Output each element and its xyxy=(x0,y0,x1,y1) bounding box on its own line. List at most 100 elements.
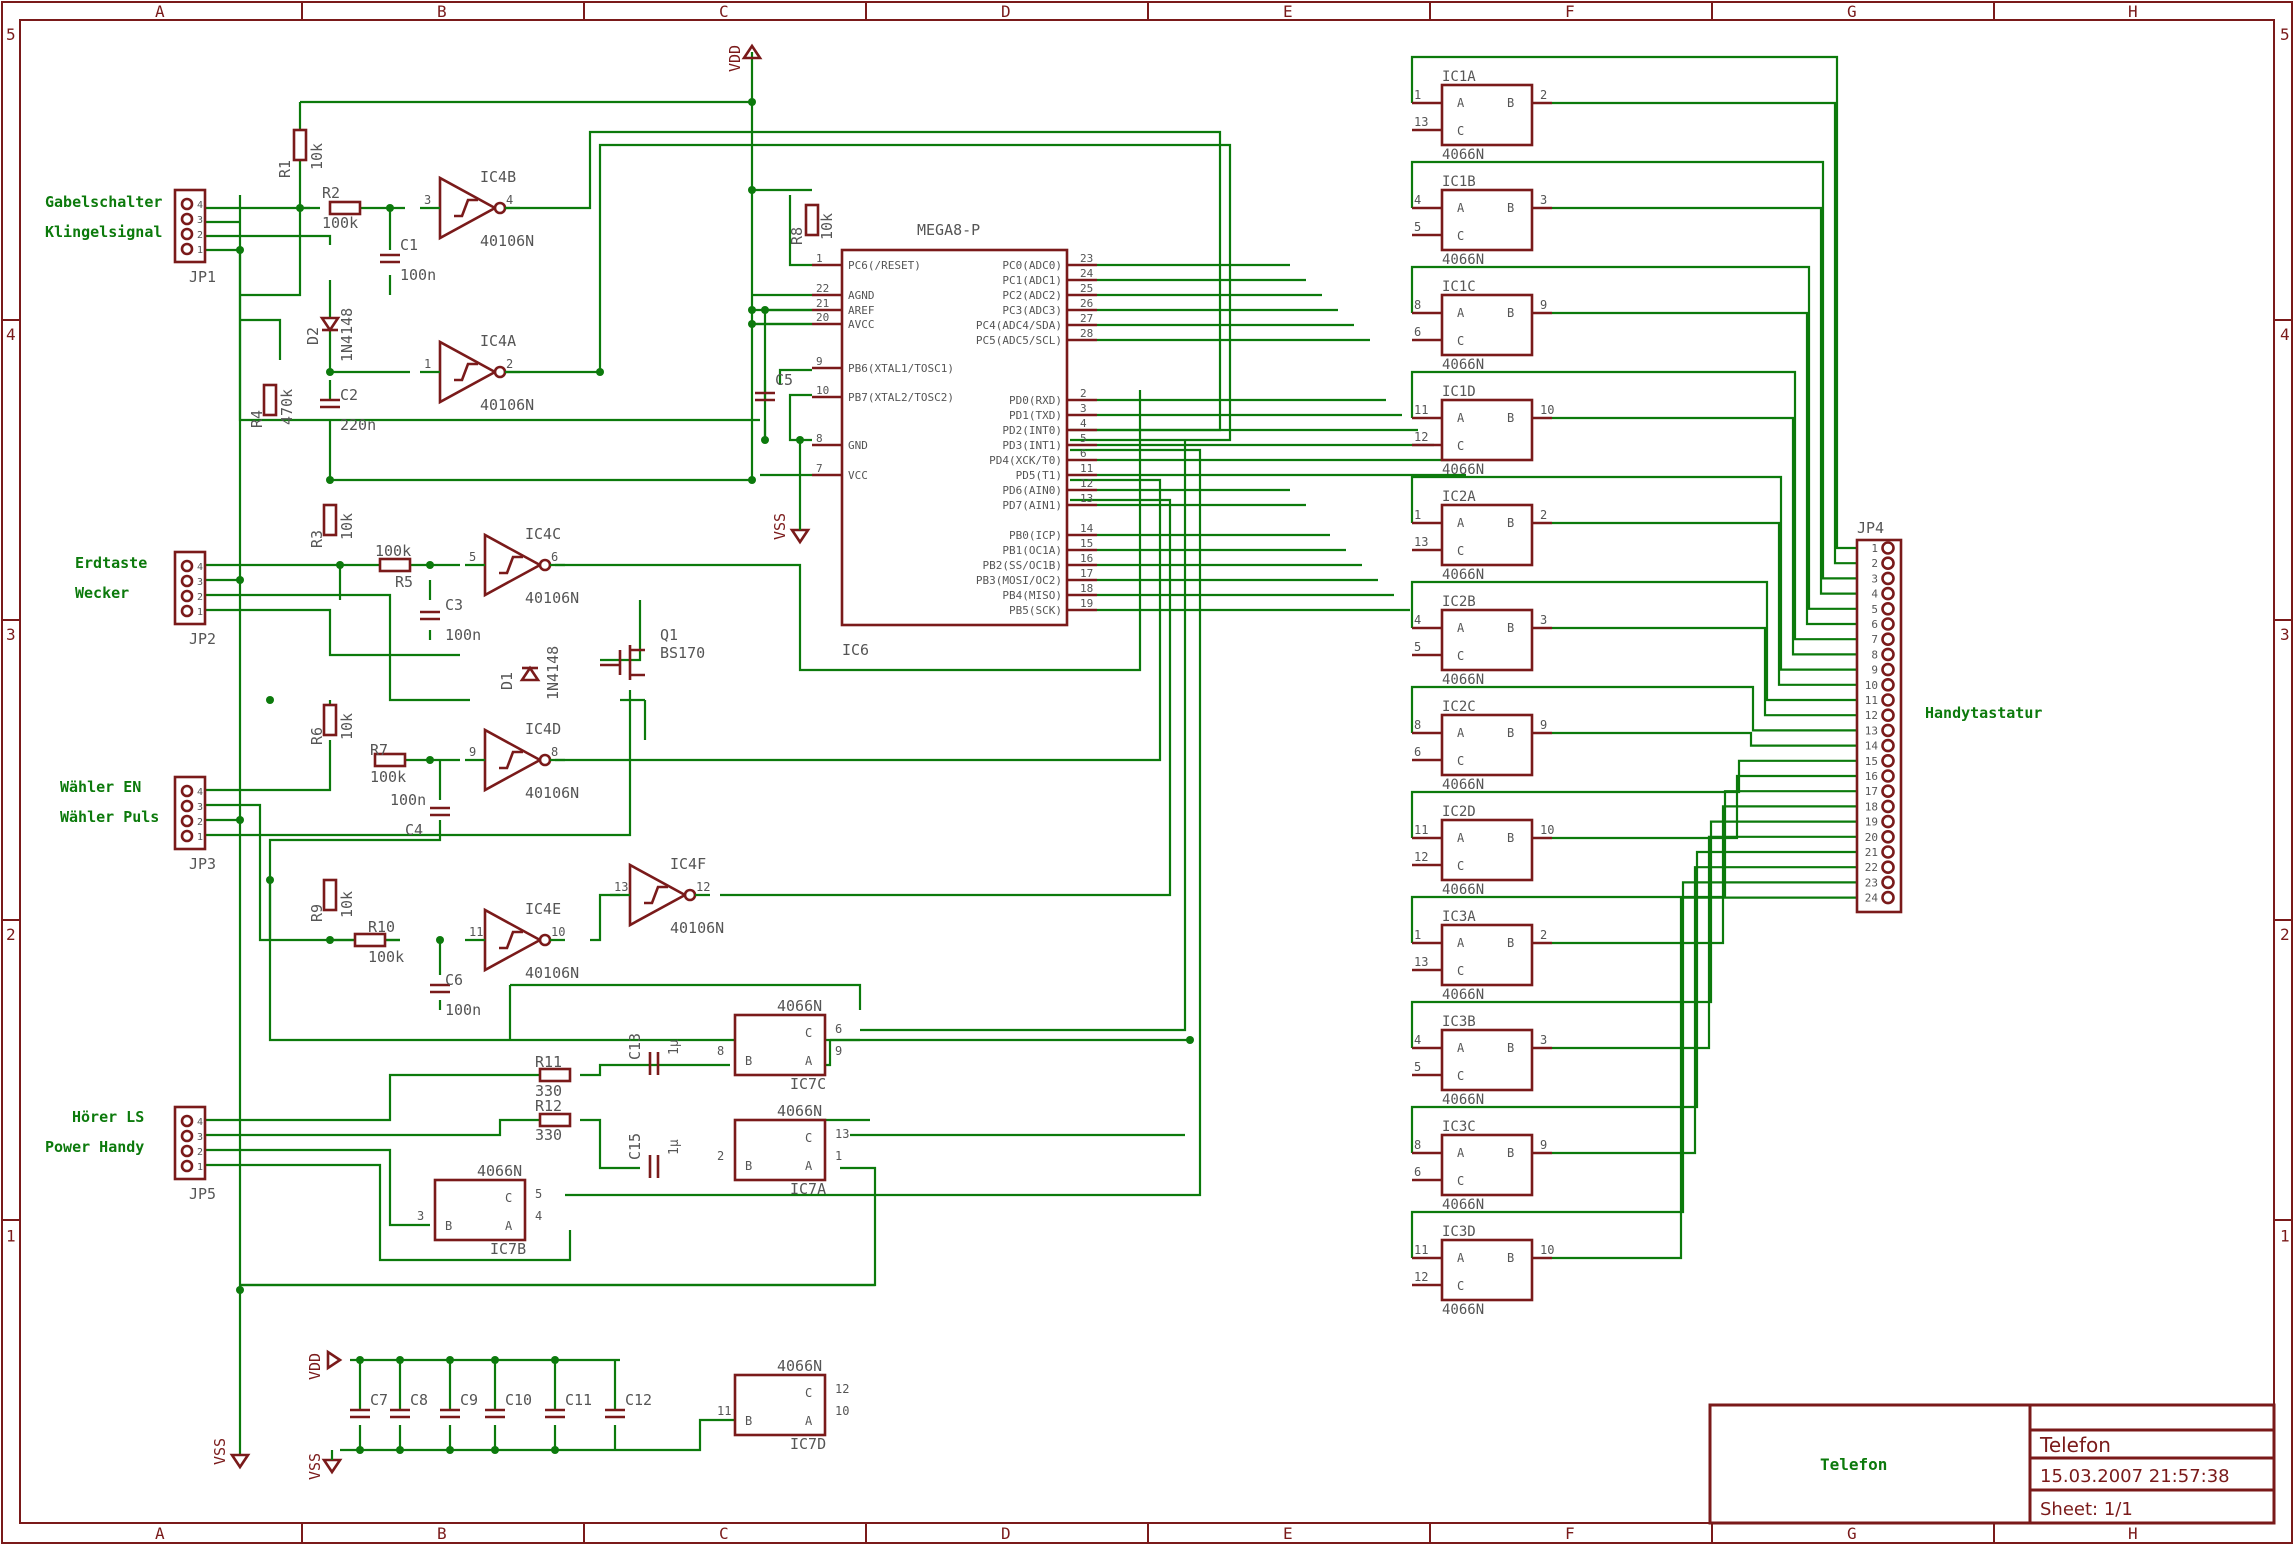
frame-col-label: E xyxy=(1283,2,1293,21)
resistor-r10: R10 100k xyxy=(353,918,404,966)
svg-text:R3: R3 xyxy=(308,530,326,548)
svg-text:C: C xyxy=(1457,859,1464,873)
mcu-pin-num: 18 xyxy=(1080,582,1093,595)
jp4-pin-num: 12 xyxy=(1865,709,1878,722)
svg-text:13: 13 xyxy=(614,880,628,894)
svg-text:C: C xyxy=(805,1386,812,1400)
svg-text:B: B xyxy=(1507,516,1514,530)
svg-text:B: B xyxy=(445,1219,452,1233)
svg-text:13: 13 xyxy=(1414,535,1428,549)
svg-text:A: A xyxy=(1457,621,1465,635)
mcu-pin-name: PD7(AIN1) xyxy=(1002,499,1062,512)
svg-text:IC4D: IC4D xyxy=(525,720,561,738)
svg-text:IC2A: IC2A xyxy=(1442,489,1476,505)
resistor-r1: R1 10k xyxy=(276,128,326,178)
mcu-pin-num: 26 xyxy=(1080,297,1093,310)
svg-text:D1: D1 xyxy=(498,672,516,690)
svg-text:IC7B: IC7B xyxy=(490,1240,526,1258)
svg-text:C10: C10 xyxy=(505,1391,532,1409)
svg-text:C: C xyxy=(1457,544,1464,558)
svg-text:330: 330 xyxy=(535,1082,562,1100)
svg-text:C: C xyxy=(505,1191,512,1205)
svg-text:4: 4 xyxy=(1414,613,1421,627)
svg-text:4066N: 4066N xyxy=(1442,147,1484,163)
svg-text:40106N: 40106N xyxy=(525,784,579,802)
frame-row-label: 1 xyxy=(6,1227,16,1246)
mcu-pin-name: PC6(/RESET) xyxy=(848,259,921,272)
mcu-pin-num: 7 xyxy=(816,462,823,475)
mcu-pin-num: 6 xyxy=(1080,447,1087,460)
capacitor-c4: 100n C4 xyxy=(390,791,450,839)
jp4-pin-num: 8 xyxy=(1871,648,1878,661)
svg-text:A: A xyxy=(1457,831,1465,845)
frame-col-label: E xyxy=(1283,1524,1293,1543)
svg-text:A: A xyxy=(1457,411,1465,425)
svg-text:BS170: BS170 xyxy=(660,644,705,662)
svg-text:IC1D: IC1D xyxy=(1442,384,1476,400)
mcu-pin-num: 5 xyxy=(1080,432,1087,445)
mcu-pin-name: PC1(ADC1) xyxy=(1002,274,1062,287)
svg-text:B: B xyxy=(1507,1251,1514,1265)
mcu-pin-num: 10 xyxy=(816,384,829,397)
capacitor-c1: C1 100n xyxy=(380,236,436,284)
vss-label-caps: VSS xyxy=(306,1453,324,1480)
svg-text:6: 6 xyxy=(1414,325,1421,339)
capacitor-c7: C7 xyxy=(350,1391,388,1419)
mcu-pin-name: AREF xyxy=(848,304,875,317)
mcu-pin-name: PC3(ADC3) xyxy=(1002,304,1062,317)
frame-row-label: 4 xyxy=(2280,325,2290,344)
vdd-label: VDD xyxy=(726,45,744,72)
svg-text:C: C xyxy=(1457,229,1464,243)
svg-text:9: 9 xyxy=(835,1044,842,1058)
svg-text:IC1B: IC1B xyxy=(1442,174,1476,190)
svg-text:C2: C2 xyxy=(340,386,358,404)
mcu-pin-num: 2 xyxy=(1080,387,1087,400)
svg-text:C4: C4 xyxy=(405,821,423,839)
svg-text:3: 3 xyxy=(1540,1033,1547,1047)
svg-text:C: C xyxy=(1457,1069,1464,1083)
jp4-pin-num: 17 xyxy=(1865,785,1878,798)
mcu-pin-num: 19 xyxy=(1080,597,1093,610)
jp4-pin-num: 22 xyxy=(1865,861,1878,874)
svg-text:R1: R1 xyxy=(276,160,294,178)
svg-text:100k: 100k xyxy=(375,542,411,560)
label-erdtaste: Erdtaste xyxy=(75,554,147,572)
mcu-pin-name: PB4(MISO) xyxy=(1002,589,1062,602)
svg-text:3: 3 xyxy=(417,1209,424,1223)
svg-text:C12: C12 xyxy=(625,1391,652,1409)
mcu-pin-name: PB2(SS/OC1B) xyxy=(983,559,1062,572)
svg-text:1µ: 1µ xyxy=(667,1139,682,1155)
svg-text:1µ: 1µ xyxy=(667,1039,682,1055)
frame-col-label: H xyxy=(2128,1524,2138,1543)
svg-text:IC7D: IC7D xyxy=(790,1435,826,1453)
svg-text:1N4148: 1N4148 xyxy=(544,646,562,700)
svg-text:IC2B: IC2B xyxy=(1442,594,1476,610)
mcu-pin-name: PD5(T1) xyxy=(1016,469,1062,482)
svg-text:40106N: 40106N xyxy=(525,964,579,982)
svg-text:2: 2 xyxy=(197,1147,203,1158)
svg-text:C7: C7 xyxy=(370,1391,388,1409)
svg-text:B: B xyxy=(1507,1146,1514,1160)
vdd-symbol: VDD xyxy=(726,43,763,72)
label-wecker: Wecker xyxy=(75,584,129,602)
svg-text:B: B xyxy=(1507,306,1514,320)
mcu-pin-name: PD0(RXD) xyxy=(1009,394,1062,407)
mcu-pin-num: 13 xyxy=(1080,492,1093,505)
svg-text:3: 3 xyxy=(1540,193,1547,207)
svg-text:9: 9 xyxy=(1540,718,1547,732)
svg-text:4: 4 xyxy=(197,1117,203,1128)
svg-text:B: B xyxy=(1507,411,1514,425)
mcu-pin-name: PB7(XTAL2/TOSC2) xyxy=(848,391,954,404)
jp4-pin-num: 10 xyxy=(1865,679,1878,692)
mcu-pin-num: 23 xyxy=(1080,252,1093,265)
label-waehler-puls: Wähler Puls xyxy=(60,808,159,826)
svg-text:3: 3 xyxy=(1540,613,1547,627)
svg-text:C8: C8 xyxy=(410,1391,428,1409)
svg-text:R4: R4 xyxy=(248,410,266,428)
